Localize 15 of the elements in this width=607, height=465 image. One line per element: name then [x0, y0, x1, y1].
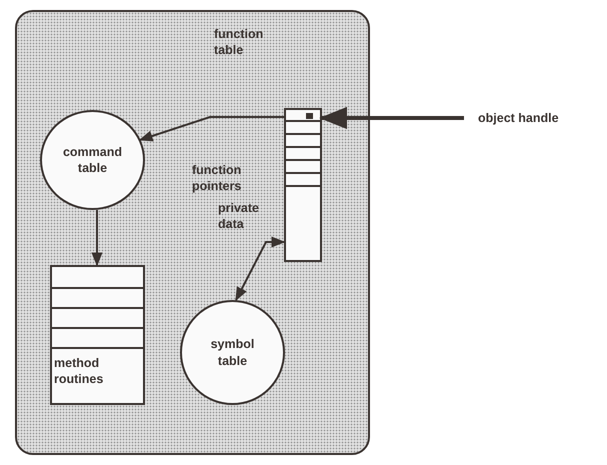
stack-label: method routines	[53, 355, 104, 388]
field-label: function pointers	[192, 162, 242, 194]
module-panel	[15, 10, 370, 455]
circle-label: command table	[62, 144, 124, 176]
circle-label: symbol table	[210, 336, 256, 369]
arrow	[235, 236, 286, 302]
field-label: private data	[218, 200, 260, 232]
arrow	[138, 116, 284, 142]
handle-label: object handle	[478, 111, 559, 125]
arrow	[319, 106, 464, 130]
table-heading: function table	[214, 26, 264, 58]
table-circle	[180, 300, 285, 405]
table-circle	[40, 110, 145, 210]
arrow	[91, 210, 103, 266]
method-stack	[50, 265, 145, 405]
